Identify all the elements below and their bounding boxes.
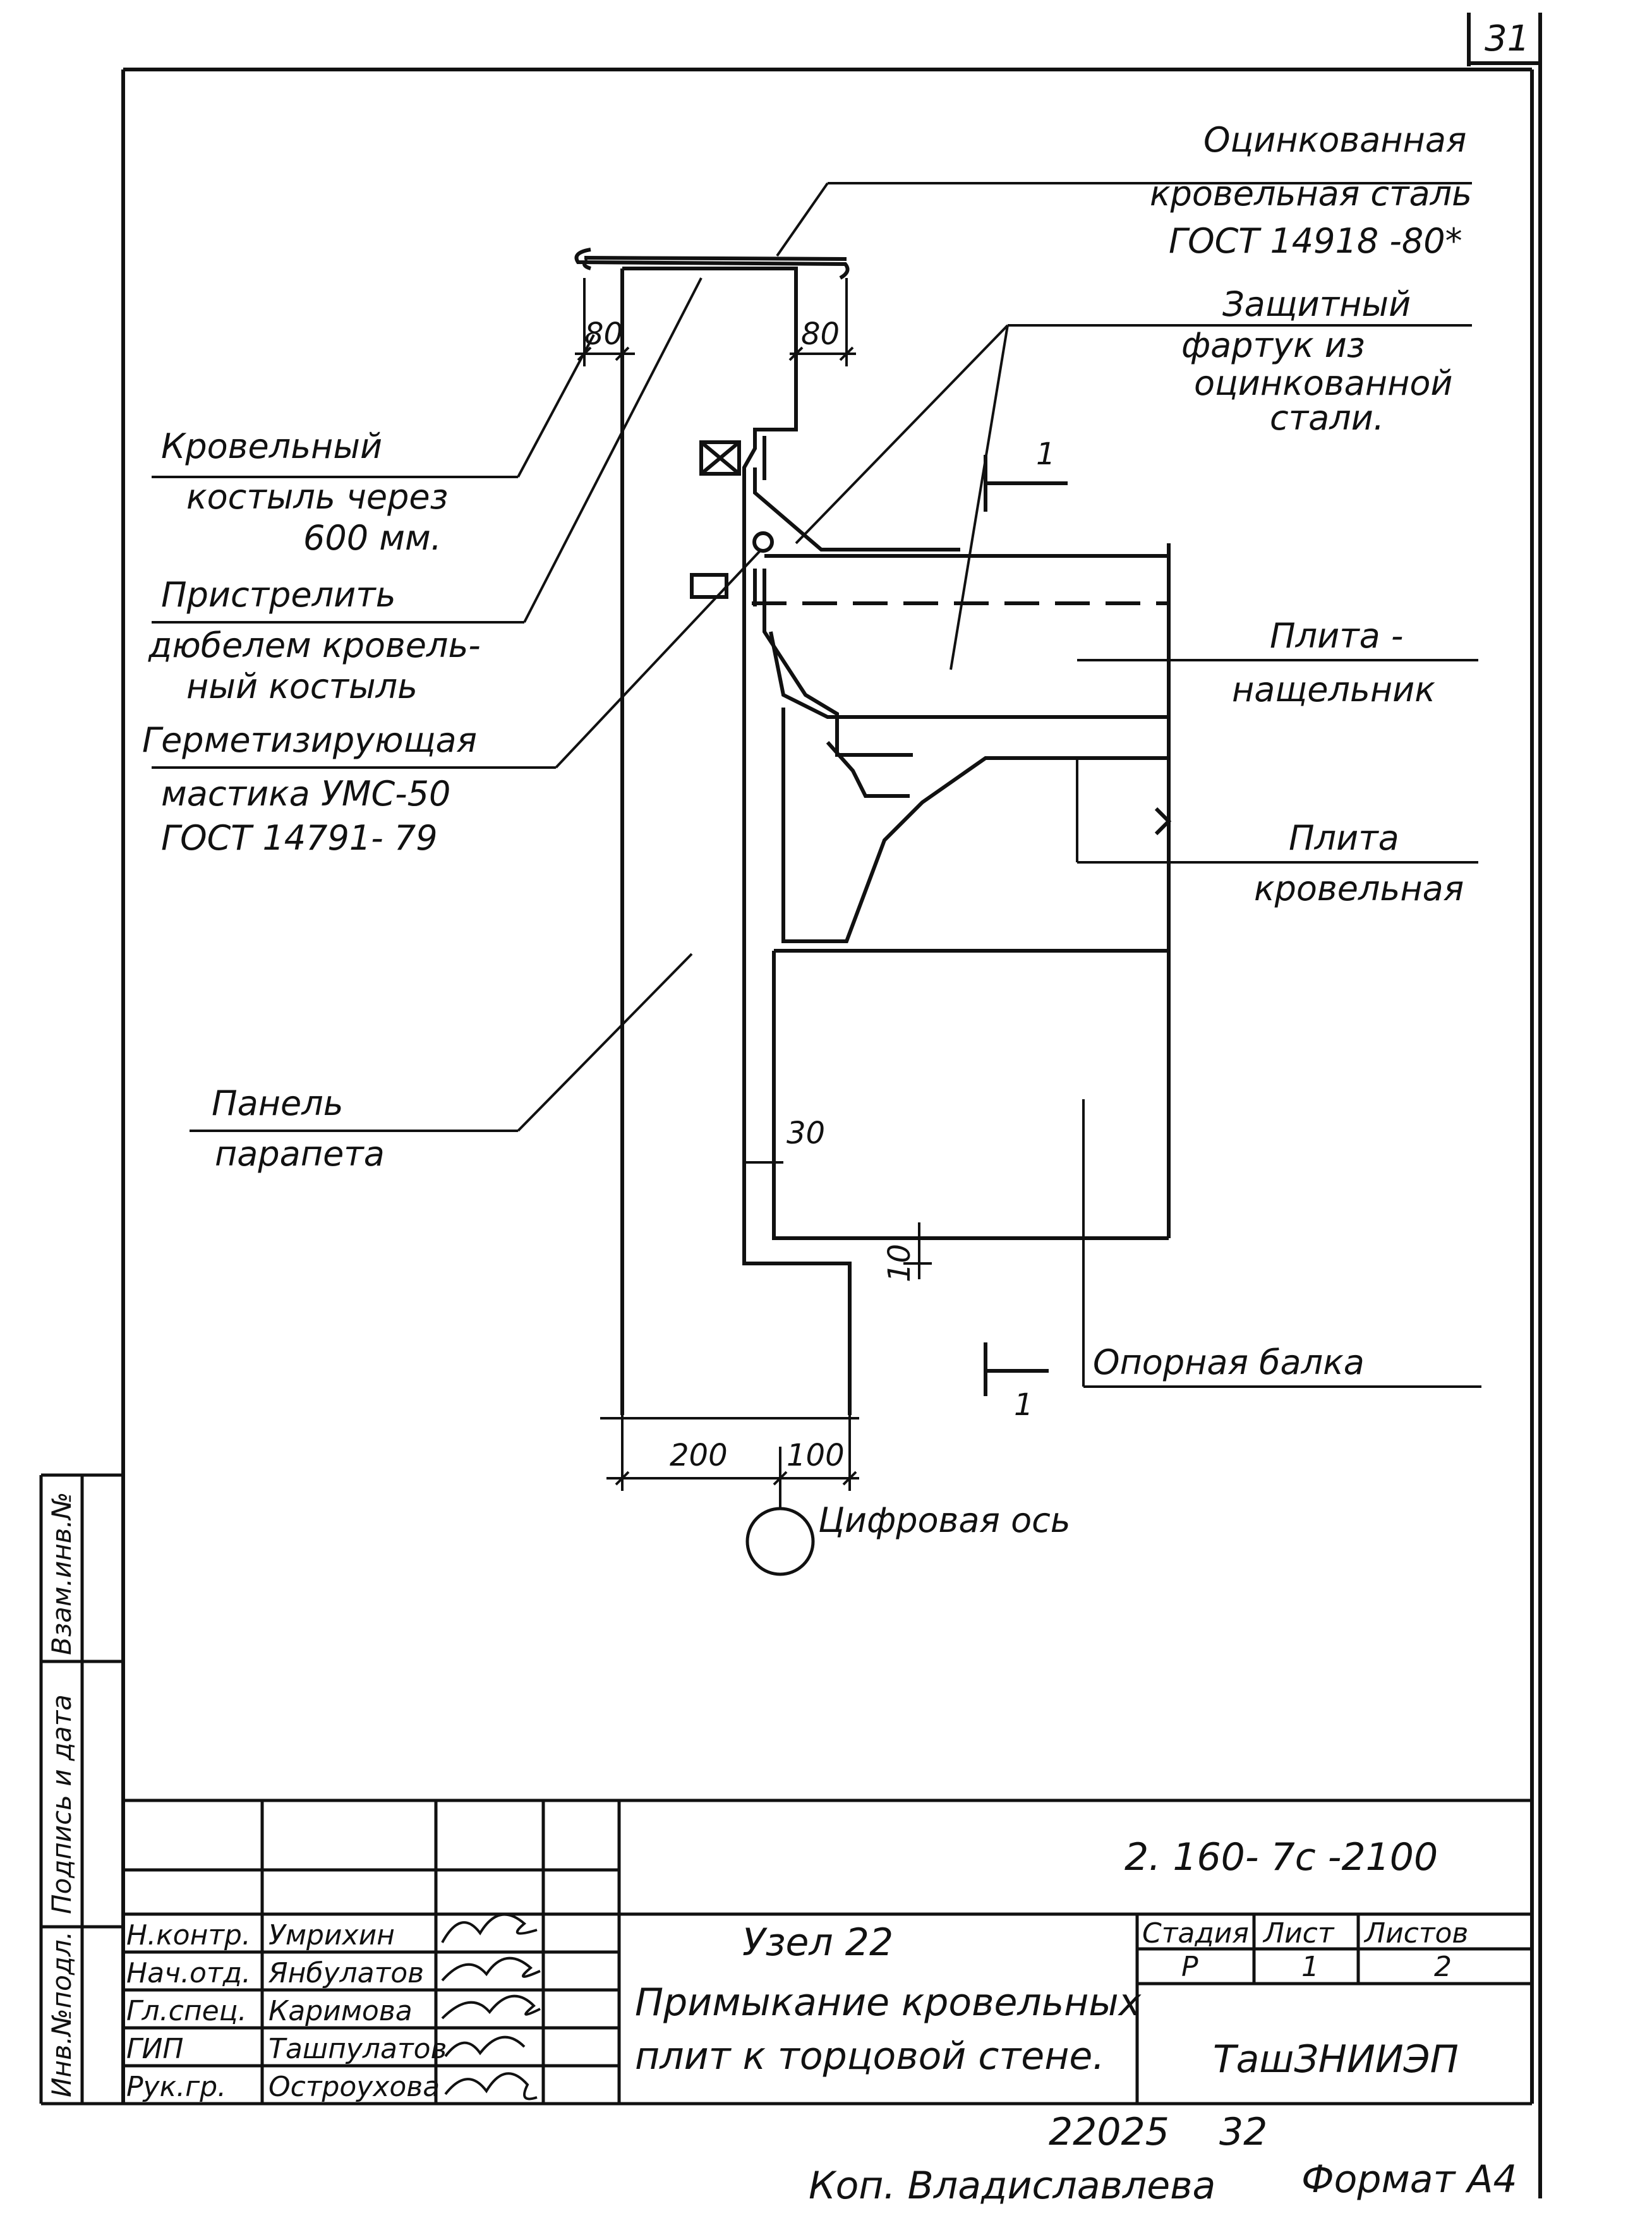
role-label: Нач.отд. xyxy=(126,1957,251,1989)
title-block-grid xyxy=(123,1799,1532,2106)
role-name: Янбулатов xyxy=(268,1957,424,1989)
callout-protective-apron: Защитный фартук из оцинкованной стали. xyxy=(1181,284,1464,438)
section-mark-bottom: 1 xyxy=(1014,1387,1034,1423)
stamp-replace-inv: Взам.инв.№ xyxy=(46,1492,77,1655)
roof-slab xyxy=(781,708,1169,943)
callout-galvanized-steel: Оцинкованная кровельная сталь ГОСТ 14918… xyxy=(1150,120,1483,261)
signature-rows: Н.контр. Умрихин Нач.отд. Янбулатов Гл.с… xyxy=(126,1919,447,2103)
callout-shoot-dowel: Пристрелить дюбелем кровель- ный костыль xyxy=(148,575,491,706)
dimension-lines xyxy=(575,278,932,1510)
sheet-frame xyxy=(121,13,1542,2198)
sheet-value: 1 xyxy=(1301,1951,1319,1983)
mastic-seal xyxy=(752,531,774,553)
dim-10: 10 xyxy=(882,1244,917,1282)
dim-200: 200 xyxy=(670,1438,728,1473)
callout-sealing-mastic: Герметизирующая мастика УМС-50 ГОСТ 1479… xyxy=(142,720,488,858)
parapet-detail xyxy=(574,248,1172,1415)
role-label: Н.контр. xyxy=(126,1919,251,1951)
copied-by: Коп. Владиславлева xyxy=(809,2164,1215,2208)
side-stamp xyxy=(39,1473,123,2106)
sheet-format: Формат А4 xyxy=(1301,2157,1517,2202)
role-name: Остроухова xyxy=(268,2071,440,2103)
dim-80-left: 80 xyxy=(584,316,623,352)
callout-nascent-slab: Плита - нащельник xyxy=(1232,616,1435,709)
bottom-number: 22025 xyxy=(1049,2110,1169,2154)
node-title: Узел 22 xyxy=(742,1920,893,1965)
bottom-sheet: 32 xyxy=(1219,2110,1267,2154)
role-name: Умрихин xyxy=(268,1919,395,1951)
sheet-header: Лист xyxy=(1262,1917,1335,1950)
role-label: ГИП xyxy=(126,2033,184,2065)
section-marks xyxy=(984,455,1068,1396)
role-label: Рук.гр. xyxy=(126,2071,226,2103)
sheets-value: 2 xyxy=(1434,1951,1452,1983)
node-description: Примыкание кровельных плит к торцовой ст… xyxy=(635,1980,1153,2078)
section-mark-top: 1 xyxy=(1036,437,1056,472)
dim-30: 30 xyxy=(787,1116,825,1151)
role-label: Гл.спец. xyxy=(126,1995,247,2027)
role-name: Ташпулатов xyxy=(268,2033,447,2065)
protective-apron xyxy=(753,467,960,551)
page-number: 31 xyxy=(1485,18,1529,59)
sheets-header: Листов xyxy=(1363,1917,1468,1950)
steel-cap xyxy=(574,248,850,280)
callout-parapet-panel: Панель парапета xyxy=(212,1083,385,1174)
stage-value: Р xyxy=(1181,1951,1198,1983)
support-beam xyxy=(772,949,1169,1240)
role-name: Каримова xyxy=(268,1995,413,2027)
callout-support-beam: Опорная балка xyxy=(1093,1342,1365,1382)
stamp-sign-date: Подпись и дата xyxy=(46,1694,77,1914)
digital-axis-circle xyxy=(745,1507,815,1576)
organization: ТашЗНИИЭП xyxy=(1213,2037,1459,2082)
leader-lines xyxy=(152,182,1481,1388)
stamp-inv-orig: Инв.№подл. xyxy=(46,1931,77,2097)
callout-roof-slab: Плита кровельная xyxy=(1254,818,1464,908)
dim-80-right: 80 xyxy=(801,316,840,352)
stage-header: Стадия xyxy=(1142,1917,1249,1950)
callout-digital-axis: Цифровая ось xyxy=(818,1500,1071,1540)
callout-roof-crutch: Кровельный костыль через 600 мм. xyxy=(161,426,459,558)
signatures xyxy=(441,1913,541,2100)
dim-100: 100 xyxy=(787,1438,845,1473)
doc-code: 2. 160- 7с -2100 xyxy=(1124,1835,1438,1879)
